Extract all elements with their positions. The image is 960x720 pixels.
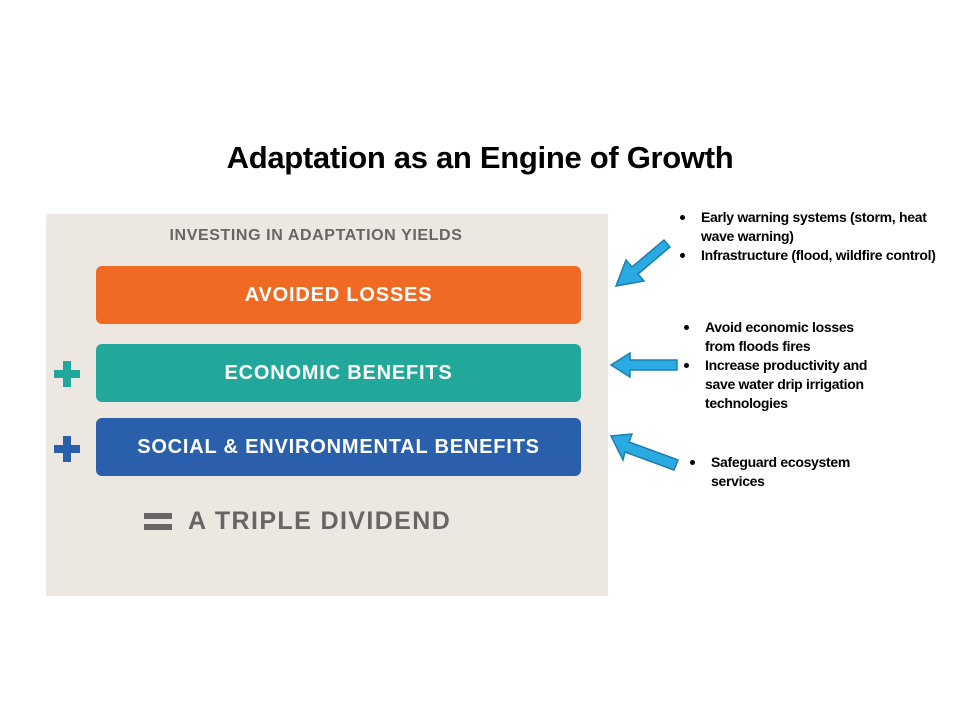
panel-heading: INVESTING IN ADAPTATION YIELDS (169, 227, 463, 244)
economic-benefits-label: ECONOMIC BENEFITS (224, 361, 453, 384)
avoided-losses-label: AVOIDED LOSSES (244, 283, 433, 306)
note-item: Increase productivity and save water dri… (681, 356, 885, 413)
economic-benefits-bar: ECONOMIC BENEFITS (96, 344, 581, 402)
slide-title: Adaptation as an Engine of Growth (226, 140, 734, 175)
avoided-losses-bar: AVOIDED LOSSES (96, 266, 581, 324)
economic-notes: Avoid economic losses from floods fires … (681, 318, 891, 413)
plus-icon (54, 361, 80, 387)
note-item: Safeguard ecosystem services (687, 453, 877, 491)
social-environmental-benefits-bar: SOCIAL & ENVIRONMENTAL BENEFITS (96, 418, 581, 476)
plus-icon (54, 436, 80, 462)
arrow-to-economic-benefits-icon (609, 351, 678, 379)
equals-icon (144, 512, 172, 532)
result-label: A TRIPLE DIVIDEND (188, 507, 452, 535)
arrow-to-avoided-losses-icon (614, 238, 672, 287)
note-item: Early warning systems (storm, heat wave … (677, 208, 947, 246)
early-warning-notes: Early warning systems (storm, heat wave … (677, 208, 947, 265)
note-item: Avoid economic losses from floods fires (681, 318, 875, 356)
adaptation-yields-panel: INVESTING IN ADAPTATION YIELDS AVOIDED L… (46, 214, 608, 596)
note-item: Infrastructure (flood, wildfire control) (677, 246, 947, 265)
ecosystem-notes: Safeguard ecosystem services (687, 453, 877, 491)
arrow-to-social-benefits-icon (609, 433, 679, 471)
social-environmental-benefits-label: SOCIAL & ENVIRONMENTAL BENEFITS (137, 435, 540, 458)
result-row: A TRIPLE DIVIDEND (144, 507, 451, 536)
